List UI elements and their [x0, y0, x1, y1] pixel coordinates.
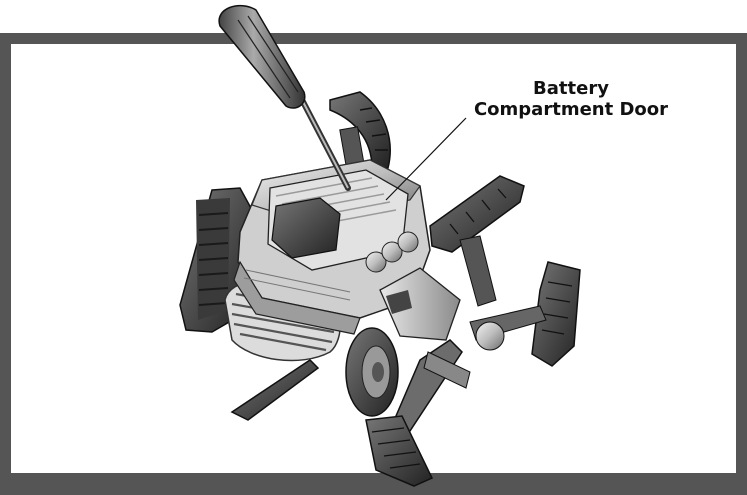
- lower-claw-arm: [365, 339, 471, 487]
- callout-leader-line: [385, 117, 467, 201]
- robot-body: [233, 159, 461, 417]
- right-paddle: [469, 261, 581, 367]
- battery-compartment-door: [267, 169, 409, 271]
- callout-line-1: Battery: [533, 78, 609, 99]
- screwdriver: [218, 4, 351, 191]
- upper-right-paddle: [429, 175, 525, 307]
- vent-knobs: [365, 231, 419, 273]
- battery-door-callout: Battery Compartment Door: [466, 78, 676, 120]
- callout-line-2: Compartment Door: [473, 99, 669, 120]
